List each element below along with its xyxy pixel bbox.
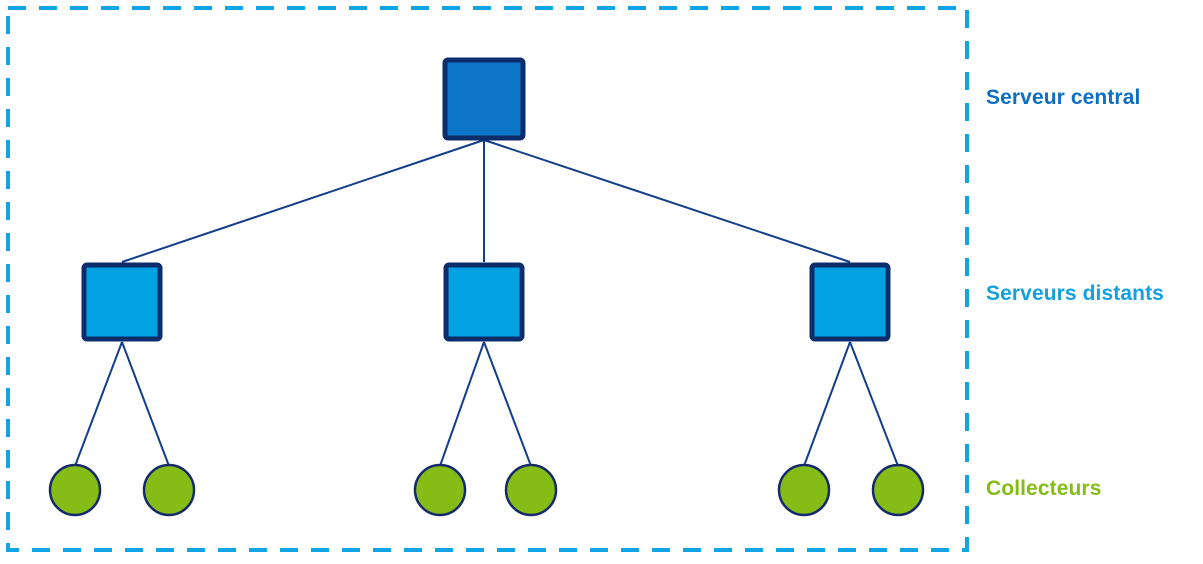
edge-group-remote-to-collector [74,341,899,467]
node-group-central [442,57,526,141]
boundary-dashed-box [6,6,969,552]
node-collector-5[interactable] [777,463,831,517]
node-central-server[interactable] [442,57,526,141]
node-collector-6[interactable] [871,463,925,517]
node-group-remote-servers [81,262,891,342]
edge-remote2-collector-3 [439,341,485,467]
node-remote-server-3[interactable] [809,262,891,342]
node-remote-server-1[interactable] [81,262,163,342]
legend-label-serveur-central: Serveur central [986,86,1141,109]
edge-remote1-collector-1 [74,341,123,467]
node-collector-1[interactable] [48,463,102,517]
edge-central-remote-1 [121,139,485,263]
legend-label-collecteurs: Collecteurs [986,477,1102,500]
node-remote-server-2[interactable] [443,262,525,342]
edge-remote1-collector-2 [121,341,170,467]
node-collector-2[interactable] [142,463,196,517]
node-collector-3[interactable] [413,463,467,517]
edge-group-central-to-remote [121,139,851,263]
node-collector-4[interactable] [504,463,558,517]
node-group-collectors [48,463,925,517]
edge-remote3-collector-5 [803,341,851,467]
edge-remote3-collector-6 [849,341,899,467]
edge-central-remote-3 [483,139,851,263]
legend-label-serveurs-distants: Serveurs distants [986,282,1164,305]
edge-remote2-collector-4 [483,341,532,467]
